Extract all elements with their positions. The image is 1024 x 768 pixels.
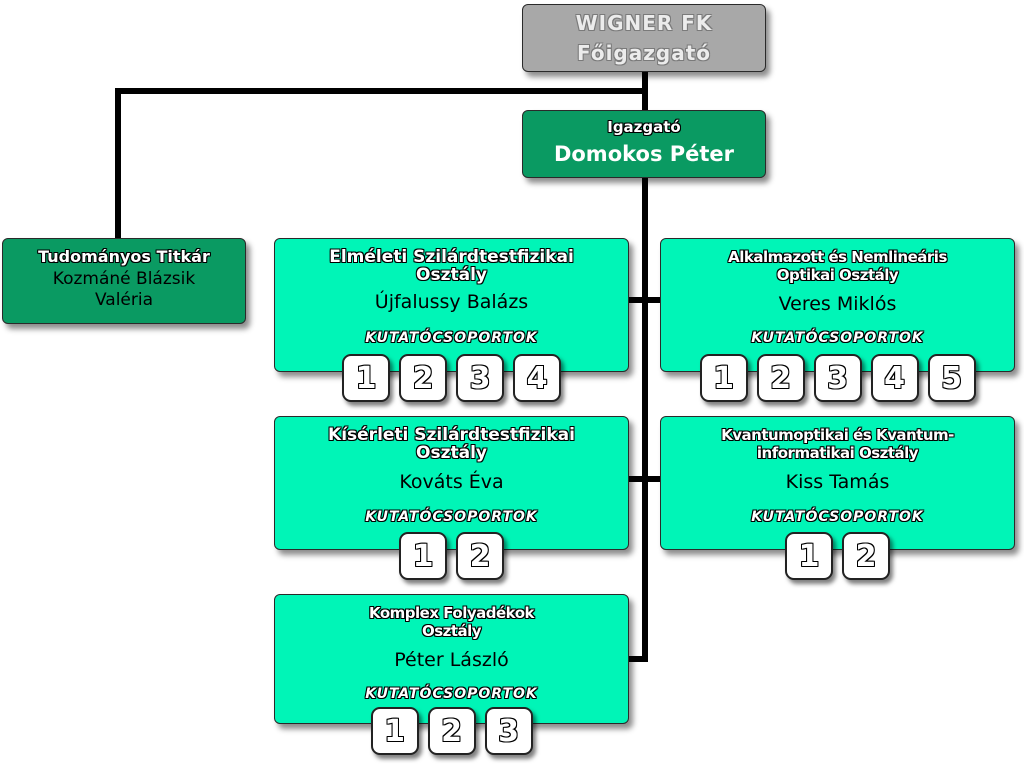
dept-title-line1: Elméleti Szilárdtestfizikai <box>329 247 574 267</box>
research-group-button[interactable]: 5 <box>927 354 976 402</box>
connector-line <box>628 297 662 303</box>
research-group-button[interactable]: 2 <box>456 532 504 580</box>
research-groups-label: KUTATÓCSOPORTOK <box>365 686 538 702</box>
institute-name: WIGNER FK <box>575 11 713 35</box>
research-group-buttons: 1 2 3 4 <box>275 354 628 402</box>
director-general-title: Főigazgató <box>576 41 711 65</box>
dept-title: Kvantumoptikai és Kvantum- informatikai … <box>661 426 1014 462</box>
dept-title-line2: Osztály <box>416 443 487 463</box>
scientific-secretary-box[interactable]: Tudományos Titkár Kozmáné Blázsik Valéri… <box>2 238 246 324</box>
dept-applied-nonlinear-optics[interactable]: Alkalmazott és Nemlineáris Optikai Osztá… <box>660 238 1015 402</box>
dept-experimental-solid-state[interactable]: Kísérleti Szilárdtestfizikai Osztály Kov… <box>274 416 629 580</box>
connector-line <box>628 476 662 482</box>
research-group-button[interactable]: 4 <box>870 354 919 402</box>
research-groups-label: KUTATÓCSOPORTOK <box>365 509 538 525</box>
dept-title-line2: Osztály <box>416 265 487 285</box>
dept-title-line2: informatikai Osztály <box>756 444 919 462</box>
dept-title-line1: Komplex Folyadékok <box>369 604 535 622</box>
research-group-button[interactable]: 1 <box>399 532 447 580</box>
research-group-button[interactable]: 2 <box>399 354 447 402</box>
dept-quantum-optics-information[interactable]: Kvantumoptikai és Kvantum- informatikai … <box>660 416 1015 580</box>
secretary-name-line1: Kozmáné Blázsik <box>52 269 196 289</box>
research-group-button[interactable]: 2 <box>842 532 890 580</box>
research-group-buttons: 1 2 <box>275 532 628 580</box>
connector-line <box>115 88 645 94</box>
dept-title-line2: Osztály <box>421 622 482 640</box>
dept-title-line1: Kvantumoptikai és Kvantum- <box>721 426 954 444</box>
director-general-box[interactable]: WIGNER FK Főigazgató <box>522 4 766 72</box>
dept-complex-fluids[interactable]: Komplex Folyadékok Osztály Péter László … <box>274 594 629 755</box>
research-group-button[interactable]: 4 <box>513 354 561 402</box>
dept-title: Kísérleti Szilárdtestfizikai Osztály <box>275 426 628 462</box>
research-group-button[interactable]: 1 <box>342 354 390 402</box>
research-group-button[interactable]: 2 <box>756 354 805 402</box>
director-box[interactable]: Igazgató Domokos Péter <box>522 110 766 178</box>
research-group-button[interactable]: 3 <box>813 354 862 402</box>
research-groups-label: KUTATÓCSOPORTOK <box>365 330 538 346</box>
dept-head: Újfalussy Balázs <box>374 291 529 313</box>
dept-head: Kováts Éva <box>399 471 504 493</box>
connector-line <box>642 70 648 662</box>
secretary-role: Tudományos Titkár <box>38 247 210 266</box>
dept-title: Komplex Folyadékok Osztály <box>275 604 628 640</box>
dept-title-line1: Kísérleti Szilárdtestfizikai <box>328 425 575 445</box>
research-group-buttons: 1 2 3 <box>275 707 628 755</box>
dept-theoretical-solid-state[interactable]: Elméleti Szilárdtestfizikai Osztály Újfa… <box>274 238 629 402</box>
research-group-button[interactable]: 1 <box>699 354 748 402</box>
research-group-buttons: 1 2 3 4 5 <box>661 354 1014 402</box>
dept-title-line2: Optikai Osztály <box>776 266 899 284</box>
dept-head: Péter László <box>394 649 509 671</box>
dept-title: Alkalmazott és Nemlineáris Optikai Osztá… <box>661 248 1014 284</box>
dept-head: Kiss Tamás <box>785 471 890 493</box>
secretary-name: Kozmáné Blázsik Valéria <box>3 269 245 311</box>
research-group-button[interactable]: 1 <box>785 532 833 580</box>
dept-title-line1: Alkalmazott és Nemlineáris <box>728 248 947 266</box>
research-group-buttons: 1 2 <box>661 532 1014 580</box>
secretary-name-line2: Valéria <box>94 290 154 310</box>
research-groups-label: KUTATÓCSOPORTOK <box>751 509 924 525</box>
director-role: Igazgató <box>607 118 681 136</box>
research-group-button[interactable]: 3 <box>456 354 504 402</box>
research-group-button[interactable]: 3 <box>484 707 533 755</box>
connector-line <box>628 656 648 662</box>
research-groups-label: KUTATÓCSOPORTOK <box>751 330 924 346</box>
research-group-button[interactable]: 2 <box>427 707 476 755</box>
dept-head: Veres Miklós <box>778 293 897 315</box>
dept-title: Elméleti Szilárdtestfizikai Osztály <box>275 248 628 284</box>
research-group-button[interactable]: 1 <box>370 707 419 755</box>
connector-line <box>115 88 121 238</box>
director-name: Domokos Péter <box>553 142 735 166</box>
